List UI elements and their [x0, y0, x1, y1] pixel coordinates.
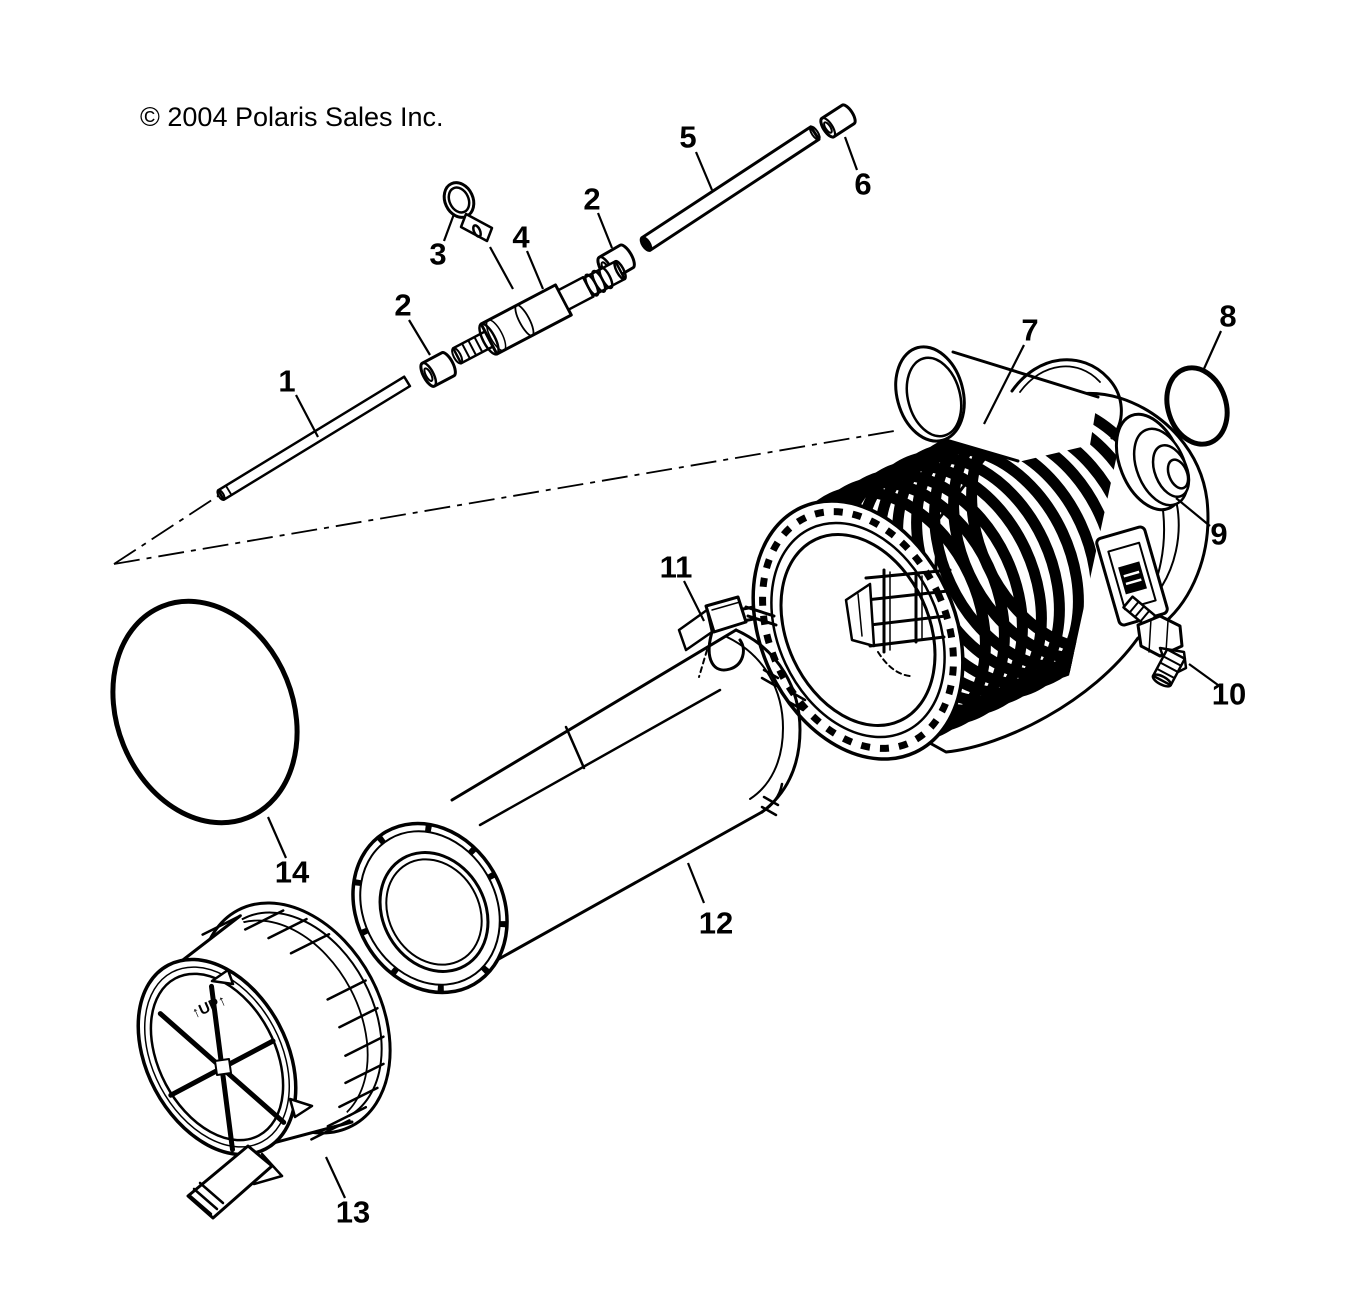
part-number-12: 12 [699, 906, 733, 941]
leader-line-11 [683, 580, 705, 622]
leader-line-10 [1188, 663, 1219, 686]
leader-line-1 [295, 394, 319, 438]
part-label-6: 6 [843, 136, 872, 202]
leader-line-13 [325, 1156, 346, 1199]
part-3-clamp [442, 181, 494, 243]
leader-line-4 [525, 250, 545, 290]
part-2-bushing-left [419, 351, 457, 388]
part-label-13: 13 [325, 1156, 370, 1230]
part-14-oring [110, 598, 300, 826]
part-number-9: 9 [1210, 517, 1227, 552]
part-8-oring [1164, 365, 1230, 447]
part-12-filter [351, 628, 807, 995]
part-number-4: 4 [512, 220, 530, 255]
part-label-11: 11 [660, 550, 705, 622]
airbox-outlet [1114, 412, 1191, 512]
part-label-8: 8 [1201, 299, 1237, 372]
part-label-12: 12 [686, 862, 733, 941]
airbox-intake-snout [894, 345, 1123, 463]
part-number-14: 14 [275, 855, 310, 890]
leader-line-14 [266, 816, 288, 859]
part-label-4: 4 [489, 220, 545, 290]
part-number-7: 7 [1021, 313, 1038, 348]
leader-line-4 [489, 246, 514, 290]
leader-line-8 [1201, 330, 1223, 372]
leader-line-6 [843, 136, 859, 171]
part-number-11: 11 [660, 550, 693, 585]
part-label-2b: 2 [583, 182, 614, 249]
part-number-6: 6 [854, 167, 871, 202]
assembly-centerlines [113, 429, 901, 565]
part-number-10: 10 [1212, 677, 1246, 712]
part-label-10: 10 [1188, 663, 1246, 712]
cover-spokes [157, 983, 287, 1153]
copyright-text: © 2004 Polaris Sales Inc. [140, 102, 444, 132]
part-6-cap [819, 103, 857, 139]
cover-ribs [201, 909, 385, 1141]
part-number-2a: 2 [394, 288, 411, 323]
airbox-filter-bracket [844, 568, 952, 677]
part-label-14: 14 [266, 816, 310, 890]
part-number-5: 5 [679, 120, 696, 155]
leader-line-2a [408, 319, 431, 356]
part-number-1: 1 [278, 364, 295, 399]
part-label-1: 1 [278, 364, 319, 438]
part-label-3: 3 [429, 213, 456, 272]
part-label-7: 7 [983, 313, 1039, 425]
leader-line-7 [983, 344, 1025, 425]
part-7-airbox [736, 345, 1210, 761]
part-4-valve [451, 259, 627, 365]
leader-line-5 [694, 151, 714, 191]
part-label-5: 5 [679, 120, 714, 191]
airbox-drain-fitting [1122, 595, 1188, 688]
part-label-9: 9 [1175, 497, 1228, 552]
part-number-8: 8 [1219, 299, 1236, 334]
leader-line-12 [686, 862, 706, 904]
leader-line-9 [1175, 497, 1211, 527]
part-number-13: 13 [336, 1195, 370, 1230]
leader-line-3 [442, 213, 456, 242]
part-number-3: 3 [429, 237, 446, 272]
leader-line-2b [596, 212, 614, 249]
part-1-tube [216, 375, 412, 501]
cover-drain-snout [186, 1144, 284, 1220]
part-13-cover: ↑UP↑ [136, 901, 392, 1220]
part-label-2a: 2 [394, 288, 431, 356]
part-number-2b: 2 [583, 182, 600, 217]
part-5-tube [639, 125, 821, 252]
